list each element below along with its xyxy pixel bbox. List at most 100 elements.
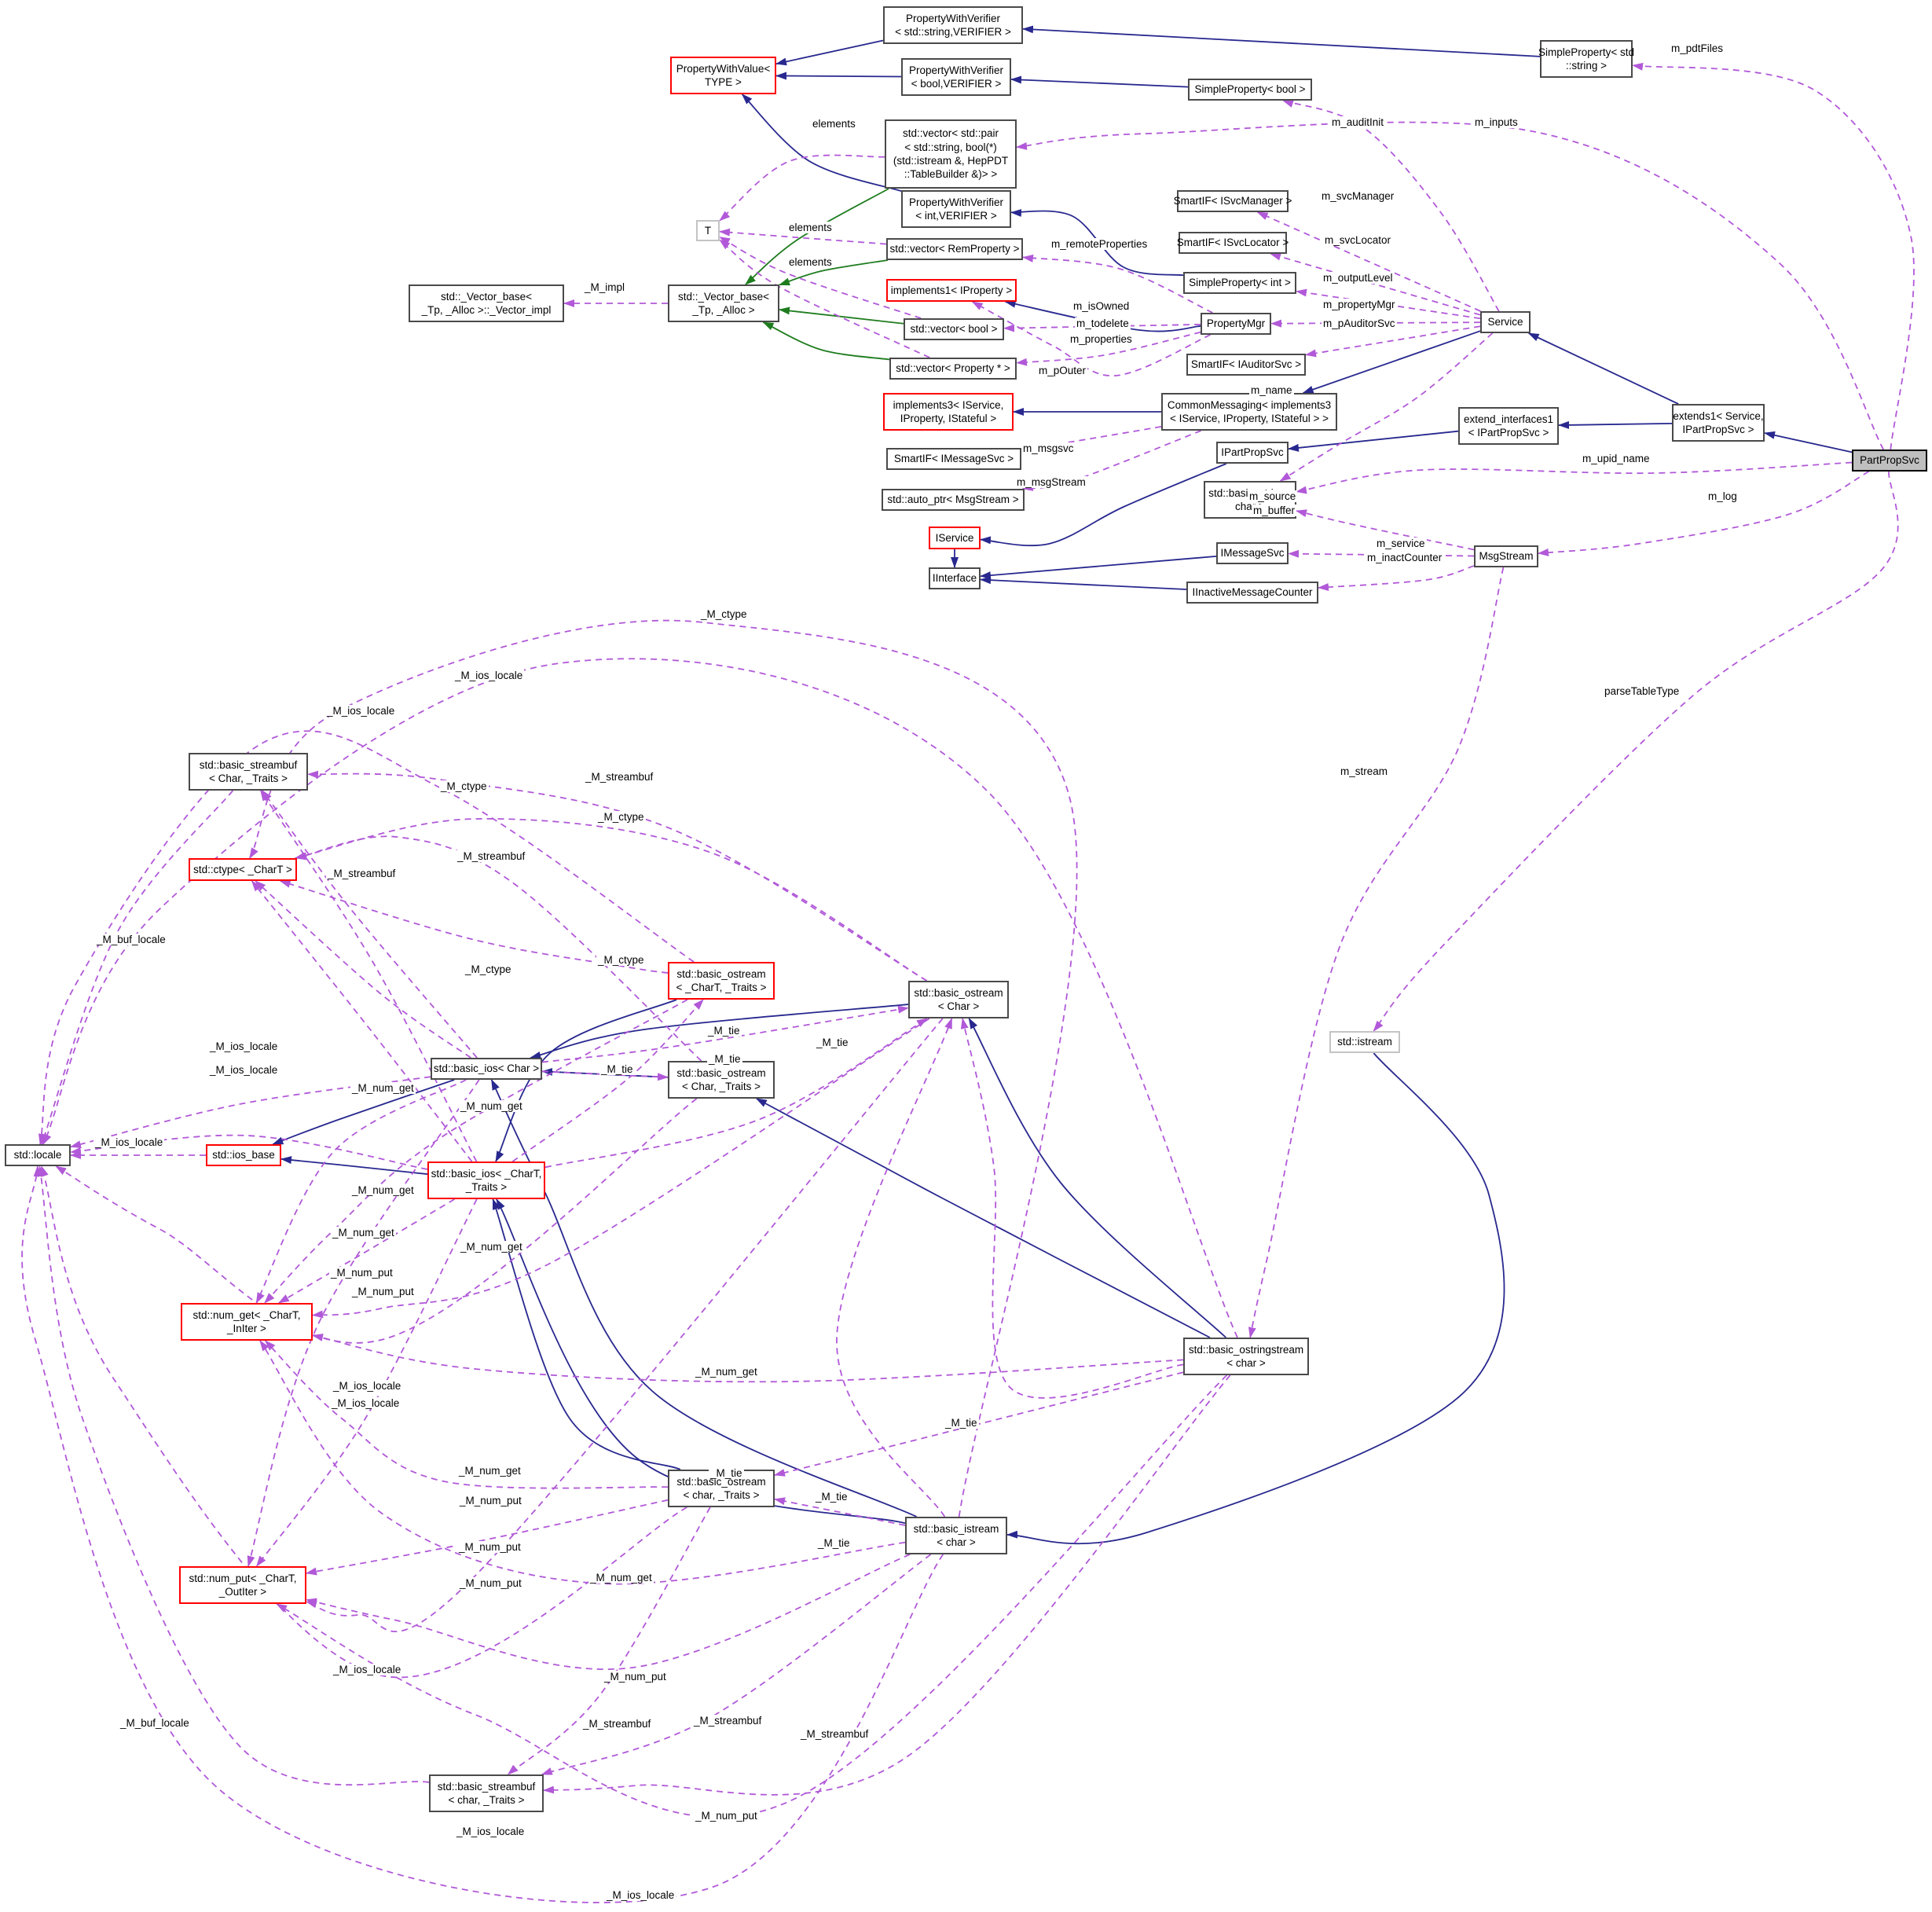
- edge-sp_bool-pwv_bool: [1010, 75, 1189, 88]
- class-node-service[interactable]: Service: [1480, 311, 1531, 333]
- class-node-ipartpropsvc[interactable]: IPartPropSvc: [1216, 442, 1289, 464]
- edge-streambuf_char-locale: [37, 1165, 430, 1786]
- edge-ostream_Char-num_get: [312, 1018, 930, 1319]
- class-node-pwv_bool[interactable]: PropertyWithVerifier< bool,VERIFIER >: [901, 58, 1011, 96]
- class-node-vec_prop[interactable]: std::vector< Property * >: [889, 358, 1017, 380]
- edge-istream_char-basic_ios_Char: [490, 1079, 917, 1517]
- edge-partpropsvc-vec_pair: [1016, 121, 1884, 450]
- class-node-label: std::ctype< _CharT >: [193, 863, 292, 875]
- class-node-label: implements3< IService,: [893, 398, 1004, 411]
- class-node-label: PartPropSvc: [1860, 454, 1919, 467]
- class-node-ext_if1[interactable]: extend_interfaces1< IPartPropSvc >: [1458, 407, 1559, 445]
- class-node-label: Service: [1487, 316, 1523, 328]
- class-node-label: < char, _Traits >: [683, 1489, 760, 1501]
- edge-label-m_inactCounter: m_inactCounter: [1366, 552, 1444, 563]
- class-node-smartif_svcmanager[interactable]: SmartIF< ISvcManager >: [1173, 190, 1292, 212]
- edge-label-m_remoteProperties: m_remoteProperties: [1050, 238, 1149, 250]
- class-node-streambuf_char[interactable]: std::basic_streambuf< char, _Traits >: [429, 1774, 544, 1812]
- class-node-smartif_imsgsvc[interactable]: SmartIF< IMessageSvc >: [886, 448, 1021, 470]
- class-node-pwv_string[interactable]: PropertyWithVerifier< std::string,VERIFI…: [883, 6, 1023, 44]
- edge-label-_M_ios_locale: _M_ios_locale: [453, 670, 525, 681]
- class-node-partpropsvc[interactable]: PartPropSvc: [1852, 450, 1927, 472]
- class-node-smartif_auditorsvc[interactable]: SmartIF< IAuditorSvc >: [1186, 354, 1306, 376]
- class-node-iinactive[interactable]: IInactiveMessageCounter: [1186, 582, 1318, 604]
- class-node-basic_ios_CharT[interactable]: std::basic_ios< _CharT,_Traits >: [427, 1162, 545, 1199]
- class-node-ctype[interactable]: std::ctype< _CharT >: [189, 858, 297, 881]
- class-node-ios_base[interactable]: std::ios_base: [206, 1144, 281, 1166]
- class-node-sp_bool[interactable]: SimpleProperty< bool >: [1188, 79, 1312, 101]
- edge-vec_remprop-t_box: [719, 228, 887, 245]
- edge-ostringstream-streambuf_char: [543, 1374, 1231, 1796]
- edge-partpropsvc-extends1: [1764, 431, 1853, 453]
- class-node-t_box[interactable]: T: [696, 220, 720, 241]
- class-node-pwv_int[interactable]: PropertyWithVerifier< int,VERIFIER >: [901, 190, 1011, 228]
- edge-ostream_CharT-locale: [38, 730, 695, 1145]
- class-node-extends1[interactable]: extends1< Service,IPartPropSvc >: [1672, 404, 1765, 442]
- class-node-iinterface[interactable]: IInterface: [929, 567, 981, 589]
- edge-ostream_Char-ctype: [294, 818, 928, 982]
- class-node-streambuf_Char[interactable]: std::basic_streambuf< Char, _Traits >: [189, 753, 308, 791]
- class-node-smartif_svclocator[interactable]: SmartIF< ISvcLocator >: [1177, 232, 1289, 254]
- class-node-vec_bool[interactable]: std::vector< bool >: [904, 318, 1004, 340]
- edge-label-_M_streambuf: _M_streambuf: [692, 1715, 764, 1727]
- class-node-ostream_Char_Traits[interactable]: std::basic_ostream< Char, _Traits >: [668, 1061, 775, 1099]
- edge-ostream_char-basic_ios_CharT: [492, 1198, 681, 1470]
- edge-label-_M_num_put: _M_num_put: [457, 1541, 522, 1553]
- edge-ipartpropsvc-iservice: [980, 463, 1227, 547]
- class-node-vecbase[interactable]: std::_Vector_base<_Tp, _Alloc >: [668, 284, 779, 322]
- edge-ostringstream-locale: [42, 658, 1238, 1338]
- class-node-ostream_CharT[interactable]: std::basic_ostream< _CharT, _Traits >: [668, 962, 775, 1000]
- edge-label-_M_num_put: _M_num_put: [694, 1810, 759, 1822]
- edge-label-m_properties: m_properties: [1069, 333, 1134, 345]
- edge-label-m_msgStream: m_msgStream: [1015, 476, 1087, 488]
- edge-label-_M_streambuf: _M_streambuf: [581, 1718, 653, 1730]
- class-node-label: SimpleProperty< bool >: [1194, 83, 1306, 96]
- class-node-label: MsgStream: [1479, 550, 1534, 563]
- class-node-label: std::_Vector_base<: [441, 290, 532, 303]
- edge-service-basic_string: [1279, 332, 1494, 482]
- class-node-num_get[interactable]: std::num_get< _CharT,_InIter >: [181, 1303, 313, 1341]
- class-node-sp_string[interactable]: SimpleProperty< std::string >: [1538, 40, 1634, 78]
- class-node-vecbase_impl[interactable]: std::_Vector_base<_Tp, _Alloc >::_Vector…: [409, 284, 564, 322]
- edge-label-_M_ios_locale: _M_ios_locale: [332, 1664, 403, 1675]
- class-node-locale[interactable]: std::locale: [5, 1144, 71, 1166]
- edge-label-m_upid_name: m_upid_name: [1581, 453, 1652, 464]
- class-node-imessagesvc[interactable]: IMessageSvc: [1216, 542, 1289, 564]
- edge-label-_M_streambuf: _M_streambuf: [799, 1728, 871, 1740]
- class-node-label: implements1< IProperty >: [890, 284, 1013, 296]
- class-node-label: std::basic_ostream: [914, 986, 1003, 999]
- class-node-msgstream[interactable]: MsgStream: [1474, 545, 1538, 567]
- edge-imessagesvc-iinterface: [980, 555, 1217, 580]
- edge-extends1-ext_if1: [1558, 420, 1673, 429]
- class-node-label: SmartIF< ISvcManager >: [1173, 195, 1292, 207]
- class-node-label: PropertyWithValue<: [676, 62, 771, 75]
- class-node-vec_remprop[interactable]: std::vector< RemProperty >: [886, 238, 1023, 260]
- class-node-istream[interactable]: std::istream: [1329, 1031, 1400, 1053]
- class-node-iservice[interactable]: IService: [929, 527, 981, 549]
- edge-label-m_propertyMgr: m_propertyMgr: [1322, 299, 1397, 310]
- class-node-label: std::ios_base: [212, 1149, 275, 1162]
- class-node-pwvalue[interactable]: PropertyWithValue<TYPE >: [670, 57, 776, 94]
- edge-ext_if1-ipartpropsvc: [1288, 430, 1459, 452]
- class-node-impl3[interactable]: implements3< IService,IProperty, IStatef…: [883, 393, 1014, 431]
- class-node-label: < char, _Traits >: [448, 1794, 525, 1806]
- edge-label-_M_ios_locale: _M_ios_locale: [330, 1397, 401, 1409]
- edge-label-m_name: m_name: [1249, 384, 1294, 396]
- class-node-impl1_iprop[interactable]: implements1< IProperty >: [886, 279, 1017, 302]
- class-node-label: PropertyMgr: [1206, 317, 1266, 330]
- class-node-vec_pair[interactable]: std::vector< std::pair< std::string, boo…: [885, 119, 1017, 189]
- edge-basic_ios_CharT-locale: [70, 1134, 428, 1170]
- class-node-sp_int[interactable]: SimpleProperty< int >: [1183, 272, 1296, 294]
- class-node-label: ::string >: [1565, 60, 1608, 72]
- class-node-propertymgr[interactable]: PropertyMgr: [1201, 313, 1271, 335]
- class-node-basic_ios_Char[interactable]: std::basic_ios< Char >: [431, 1058, 542, 1080]
- class-node-ostringstream[interactable]: std::basic_ostringstream< char >: [1183, 1338, 1309, 1375]
- class-node-autoptr[interactable]: std::auto_ptr< MsgStream >: [882, 489, 1025, 511]
- edge-basic_ios_CharT-num_put: [255, 1198, 478, 1567]
- class-node-label: SimpleProperty< int >: [1189, 277, 1291, 289]
- class-node-ostream_Char[interactable]: std::basic_ostream< Char >: [908, 981, 1009, 1018]
- class-node-commonmsg[interactable]: CommonMessaging< implements3< IService, …: [1161, 393, 1337, 431]
- edge-ostringstream-num_get: [312, 1334, 1184, 1383]
- class-node-num_put[interactable]: std::num_put< _CharT,_OutIter >: [179, 1566, 306, 1604]
- class-node-istream_char[interactable]: std::basic_istream< char >: [905, 1517, 1007, 1554]
